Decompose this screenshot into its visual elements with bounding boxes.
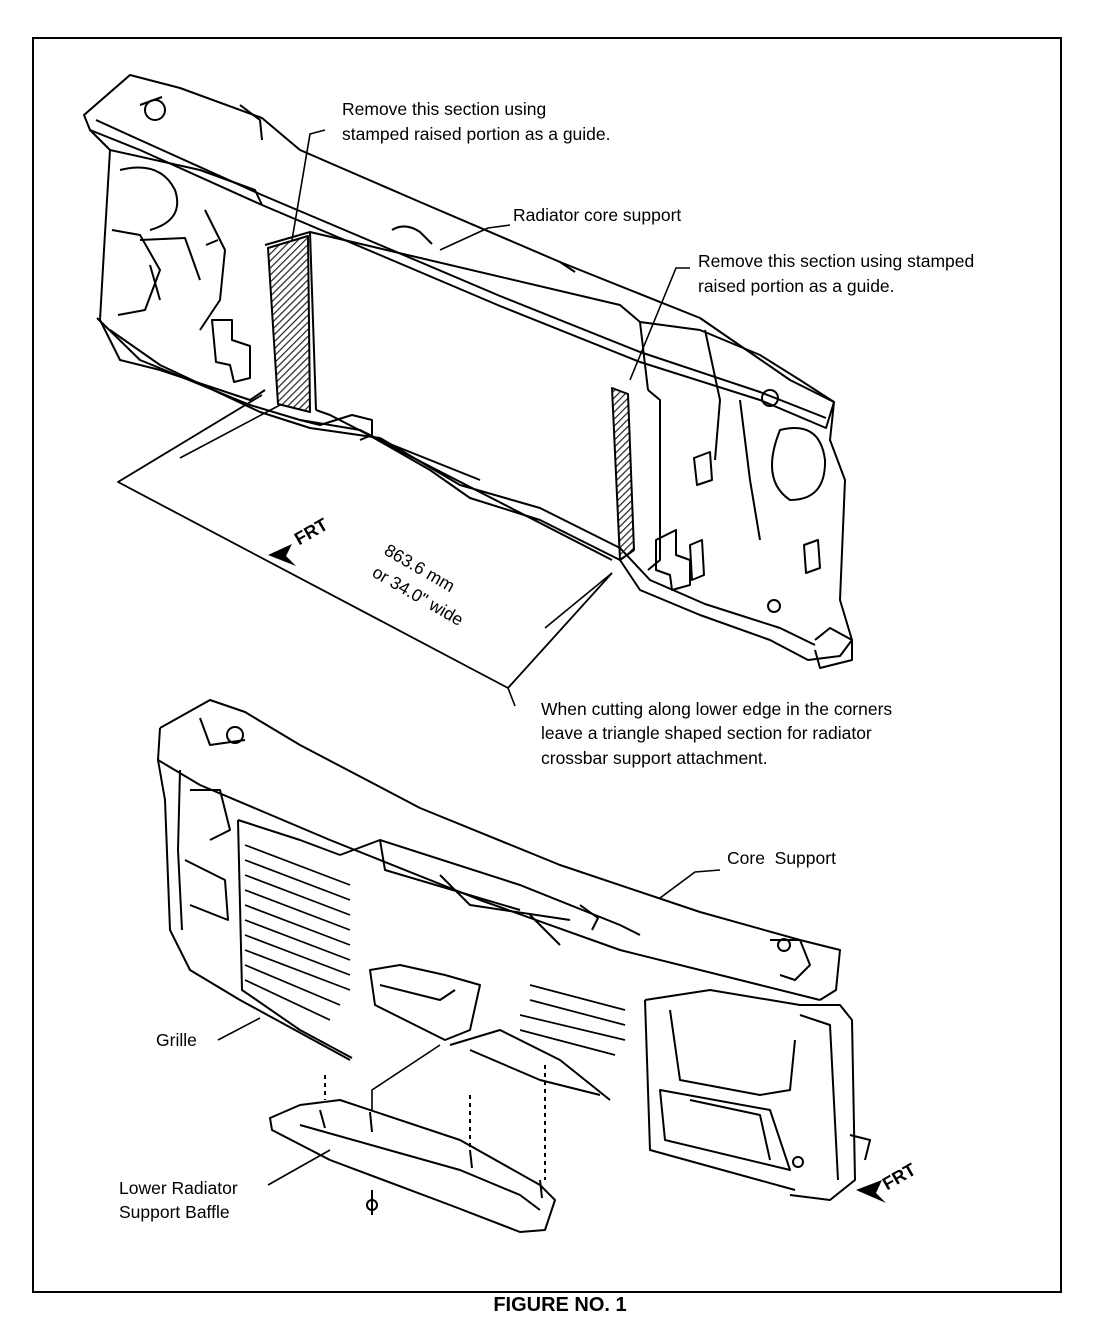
remove-section-right-label-line1: Remove this section using stamped <box>698 251 975 271</box>
frt-arrow-icon <box>856 1180 886 1203</box>
cutting-note-line3: crossbar support attachment. <box>541 748 768 768</box>
remove-section-left-label-line1: Remove this section using <box>342 99 547 119</box>
remove-section-right-label-line2: raised portion as a guide. <box>698 276 895 296</box>
grille-label: Grille <box>156 1030 197 1050</box>
radiator-core-support-label: Radiator core support <box>513 205 682 225</box>
frt-arrow-icon <box>268 544 296 566</box>
remove-section-left-label-line2: stamped raised portion as a guide. <box>342 124 611 144</box>
cutting-note-line2: leave a triangle shaped section for radi… <box>541 723 872 743</box>
grille-assembly-illustration <box>157 699 871 1233</box>
figure-frame <box>32 37 1062 1293</box>
lower-baffle-label-line2: Support Baffle <box>119 1202 230 1222</box>
lower-baffle-label-line1: Lower Radiator <box>119 1178 238 1198</box>
cutting-note-line1: When cutting along lower edge in the cor… <box>541 699 893 719</box>
core-support-label: Core Support <box>727 848 836 868</box>
radiator-core-support-illustration <box>83 74 853 707</box>
figure-caption: FIGURE NO. 1 <box>493 1294 627 1316</box>
